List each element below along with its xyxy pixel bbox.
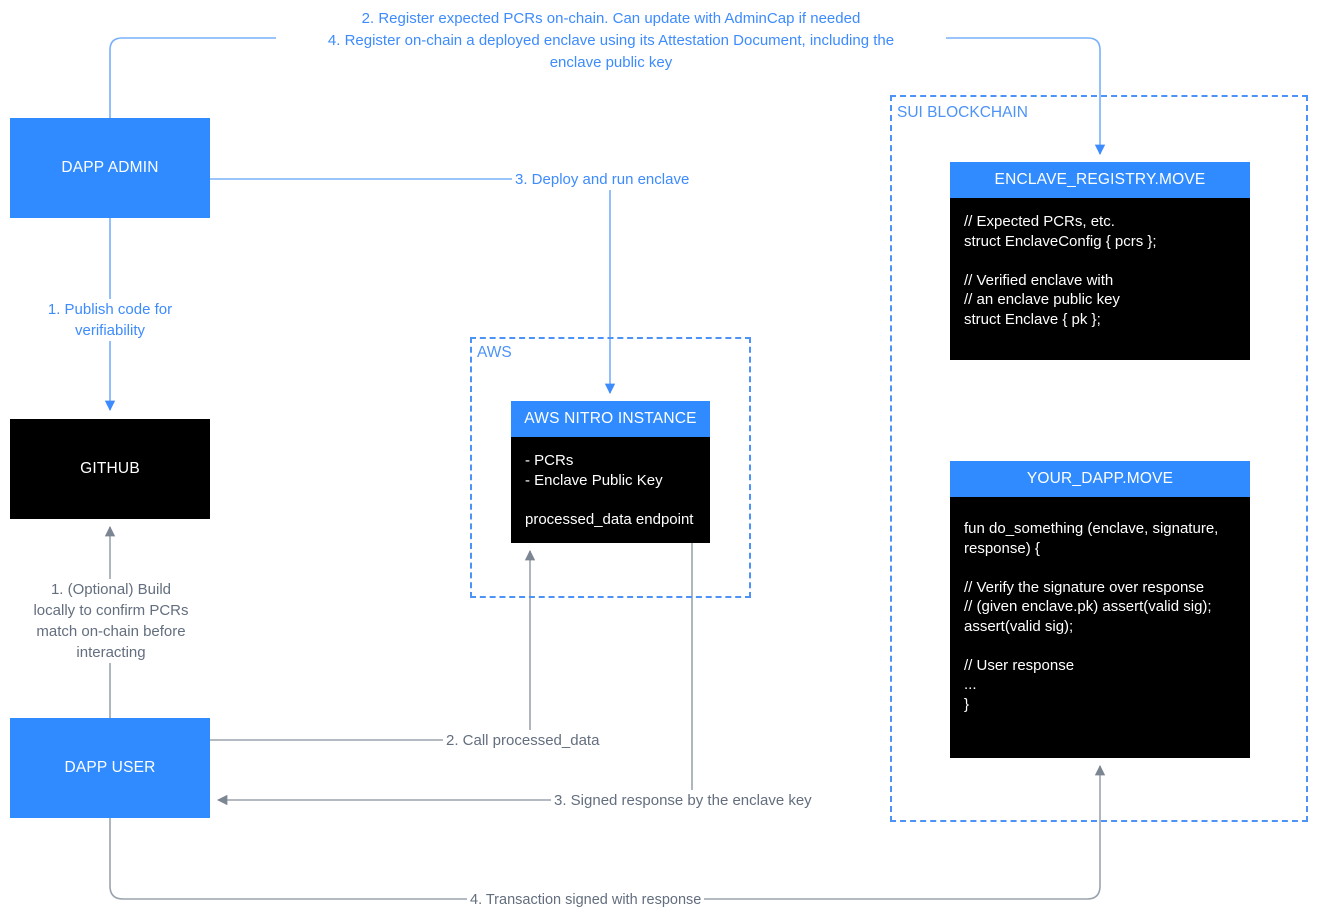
node-your-dapp-move-title: YOUR_DAPP.MOVE — [950, 461, 1250, 497]
edge-label-register-enclave: 4. Register on-chain a deployed enclave … — [276, 30, 946, 51]
edge-label-optional-build-locally: 1. (Optional) Build locally to confirm P… — [16, 579, 206, 663]
edge-label-signed-response: 3. Signed response by the enclave key — [551, 790, 815, 811]
node-dapp-user[interactable]: DAPP USER — [10, 718, 210, 818]
edge-label-enclave-public-key: enclave public key — [481, 52, 741, 73]
edge-label-deploy-and-run-enclave: 3. Deploy and run enclave — [512, 169, 693, 190]
node-github[interactable]: GITHUB — [10, 419, 210, 519]
group-sui-blockchain — [890, 95, 1308, 822]
node-your-dapp-move[interactable]: YOUR_DAPP.MOVE fun do_something (enclave… — [950, 461, 1250, 758]
edge-label-transaction-signed: 4. Transaction signed with response — [467, 890, 705, 911]
node-dapp-user-label: DAPP USER — [64, 759, 156, 776]
node-enclave-registry-move[interactable]: ENCLAVE_REGISTRY.MOVE // Expected PCRs, … — [950, 162, 1250, 360]
edge-label-call-processed-data: 2. Call processed_data — [443, 730, 603, 751]
edge-label-publish-code: 1. Publish code for verifiability — [14, 299, 206, 341]
node-aws-nitro-instance[interactable]: AWS NITRO INSTANCE - PCRs - Enclave Publ… — [511, 401, 710, 543]
node-aws-nitro-instance-body: - PCRs - Enclave Public Key processed_da… — [511, 437, 710, 543]
group-sui-blockchain-label: SUI BLOCKCHAIN — [894, 104, 1032, 122]
edge-label-register-pcrs: 2. Register expected PCRs on-chain. Can … — [281, 8, 941, 29]
node-dapp-admin[interactable]: DAPP ADMIN — [10, 118, 210, 218]
node-github-label: GITHUB — [80, 460, 140, 477]
node-your-dapp-move-body: fun do_something (enclave, signature, re… — [950, 497, 1250, 758]
node-enclave-registry-move-body: // Expected PCRs, etc. struct EnclaveCon… — [950, 198, 1250, 360]
group-aws — [470, 337, 751, 598]
group-aws-label: AWS — [474, 344, 516, 362]
node-aws-nitro-instance-title: AWS NITRO INSTANCE — [511, 401, 710, 437]
node-dapp-admin-label: DAPP ADMIN — [61, 159, 159, 176]
node-enclave-registry-move-title: ENCLAVE_REGISTRY.MOVE — [950, 162, 1250, 198]
